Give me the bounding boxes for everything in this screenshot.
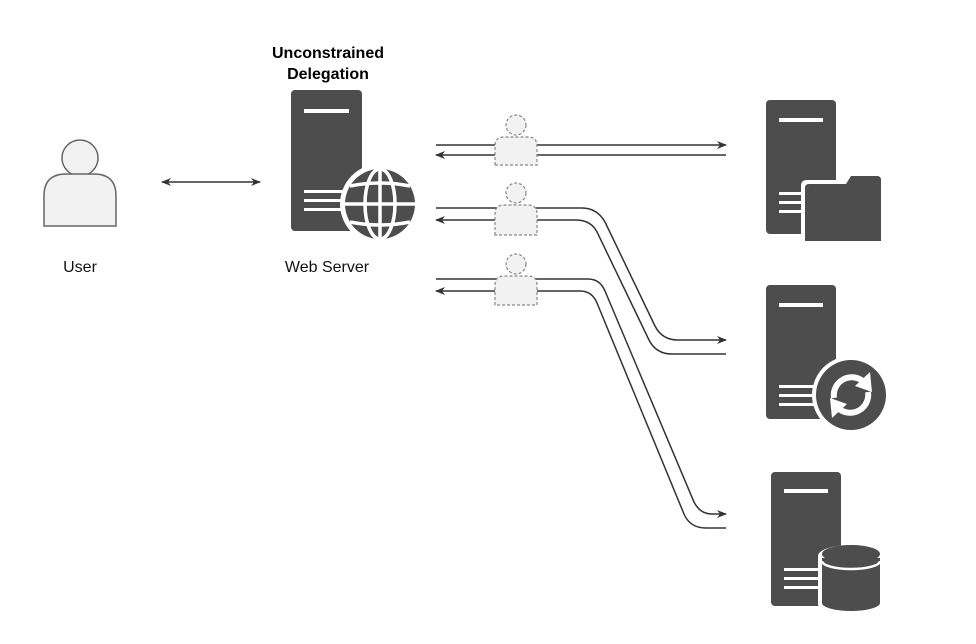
database-server-icon xyxy=(771,472,884,615)
file-server-connection xyxy=(435,141,727,159)
impersonated-user-icon xyxy=(494,253,538,306)
sync-server-icon xyxy=(766,285,890,434)
sync-icon xyxy=(812,356,890,434)
db-server-connection xyxy=(435,278,727,529)
globe-icon xyxy=(340,164,420,244)
impersonated-user-icon xyxy=(494,114,538,166)
folder-icon xyxy=(801,172,886,244)
user-icon xyxy=(43,139,117,227)
impersonated-user-icon xyxy=(494,182,538,236)
database-icon xyxy=(818,545,884,615)
title-line-1: Unconstrained xyxy=(271,45,384,62)
sync-server-connection xyxy=(435,207,727,355)
web-server-icon xyxy=(291,90,420,244)
title-line-2: Delegation xyxy=(287,66,369,83)
web-server-label: Web Server xyxy=(284,259,370,276)
file-server-icon xyxy=(766,100,886,244)
user-label: User xyxy=(63,259,97,276)
diagram-title: Unconstrained Delegation xyxy=(248,43,408,85)
